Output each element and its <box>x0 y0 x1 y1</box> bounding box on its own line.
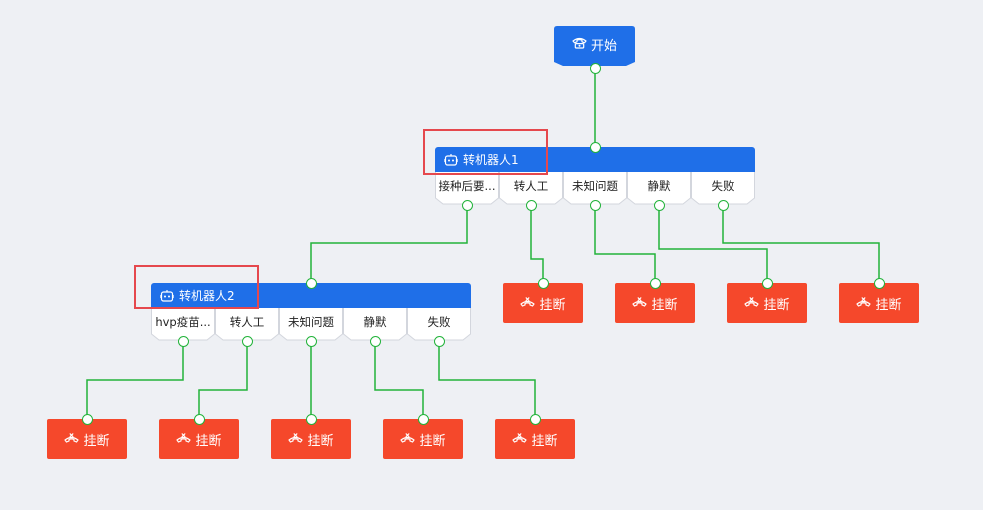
start-node-label: 开始 <box>590 38 617 54</box>
connection-port[interactable] <box>717 199 729 211</box>
branch-label: 未知问题 <box>288 315 334 329</box>
hangup-phone-icon <box>176 433 192 445</box>
hangup-phone-icon <box>400 433 416 445</box>
edge-r1-b2-hangup <box>530 205 544 283</box>
branch-item[interactable]: 未知问题 <box>279 308 343 341</box>
connection-port[interactable] <box>589 62 601 74</box>
branch-label: 失败 <box>427 315 451 329</box>
edge-r2-b4-hangup <box>374 341 424 419</box>
connection-port[interactable] <box>589 199 601 211</box>
connection-port[interactable] <box>537 277 549 289</box>
hangup-node[interactable]: 挂断 <box>727 283 807 323</box>
hangup-node[interactable]: 挂断 <box>503 283 583 323</box>
connection-port[interactable] <box>873 277 885 289</box>
connection-port[interactable] <box>525 199 537 211</box>
hangup-node[interactable]: 挂断 <box>839 283 919 323</box>
selection-highlight-robot2 <box>134 265 259 309</box>
hangup-phone-icon <box>744 297 760 309</box>
connection-port[interactable] <box>193 413 205 425</box>
hangup-label: 挂断 <box>83 433 110 449</box>
hangup-node[interactable]: 挂断 <box>159 419 239 459</box>
selection-highlight-robot1 <box>423 129 548 175</box>
branch-label: 静默 <box>647 179 671 193</box>
edge-r2-b1-hangup <box>86 341 184 419</box>
branch-item[interactable]: 转人工 <box>215 308 279 341</box>
branch-label: hvp疫苗... <box>155 315 211 329</box>
connection-port[interactable] <box>433 335 445 347</box>
hangup-label: 挂断 <box>419 433 446 449</box>
edge-r1-b5-hangup <box>722 205 880 283</box>
branch-label: 接种后要... <box>438 179 496 193</box>
connection-port[interactable] <box>369 335 381 347</box>
connection-port[interactable] <box>305 277 317 289</box>
connection-port[interactable] <box>177 335 189 347</box>
connection-port[interactable] <box>761 277 773 289</box>
phone-icon <box>572 36 587 53</box>
hangup-node[interactable]: 挂断 <box>271 419 351 459</box>
robot-node-2[interactable]: 转机器人2 hvp疫苗... 转人工 未知问题 静默 失败 <box>151 283 471 343</box>
hangup-label: 挂断 <box>531 433 558 449</box>
connection-port[interactable] <box>649 277 661 289</box>
hangup-node[interactable]: 挂断 <box>47 419 127 459</box>
connection-port[interactable] <box>305 413 317 425</box>
branch-label: 未知问题 <box>572 179 618 193</box>
hangup-phone-icon <box>856 297 872 309</box>
hangup-phone-icon <box>520 297 536 309</box>
connection-port[interactable] <box>241 335 253 347</box>
robot-icon <box>160 289 174 302</box>
edge-r1-b1-robot2 <box>310 205 468 283</box>
start-node-shape <box>554 26 635 66</box>
branch-label: 转人工 <box>513 179 549 193</box>
branch-item[interactable]: 静默 <box>343 308 407 341</box>
hangup-phone-icon <box>632 297 648 309</box>
branch-label: 失败 <box>711 179 735 193</box>
robot-node-1-title: 转机器人1 <box>463 153 519 167</box>
edge-r1-b4-hangup <box>658 205 768 283</box>
hangup-label: 挂断 <box>651 297 678 313</box>
start-node[interactable]: 开始 <box>554 26 635 66</box>
hangup-label: 挂断 <box>539 297 566 313</box>
edge-r2-b5-hangup <box>438 341 536 419</box>
hangup-node[interactable]: 挂断 <box>495 419 575 459</box>
hangup-phone-icon <box>512 433 528 445</box>
hangup-label: 挂断 <box>195 433 222 449</box>
edge-r2-b2-hangup <box>198 341 248 419</box>
hangup-phone-icon <box>64 433 80 445</box>
connection-port[interactable] <box>417 413 429 425</box>
connection-port[interactable] <box>461 199 473 211</box>
branch-label: 静默 <box>363 315 387 329</box>
connection-port[interactable] <box>81 413 93 425</box>
hangup-node[interactable]: 挂断 <box>615 283 695 323</box>
connection-port[interactable] <box>305 335 317 347</box>
hangup-label: 挂断 <box>875 297 902 313</box>
hangup-node[interactable]: 挂断 <box>383 419 463 459</box>
edge-r1-b3-hangup <box>594 205 656 283</box>
hangup-phone-icon <box>288 433 304 445</box>
hangup-label: 挂断 <box>307 433 334 449</box>
connection-port[interactable] <box>529 413 541 425</box>
hangup-label: 挂断 <box>763 297 790 313</box>
robot-node-2-title: 转机器人2 <box>179 289 235 303</box>
connection-port[interactable] <box>589 141 601 153</box>
robot-icon <box>444 153 458 166</box>
connection-port[interactable] <box>653 199 665 211</box>
branch-label: 转人工 <box>229 315 265 329</box>
